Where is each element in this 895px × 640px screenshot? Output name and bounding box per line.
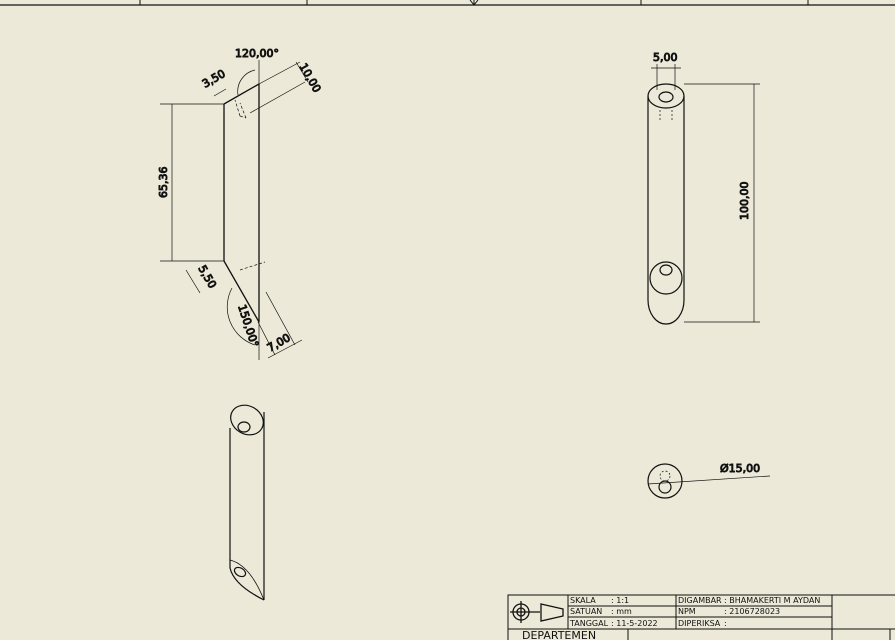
diperiksa-label: DIPERIKSA bbox=[678, 619, 721, 628]
end-view bbox=[647, 463, 771, 499]
title-block bbox=[507, 594, 895, 640]
satuan-value: : mm bbox=[611, 607, 632, 616]
dim-bottom-offset: 5,50 bbox=[195, 263, 219, 291]
sheet-border bbox=[0, 0, 895, 6]
dim-width: 5,00 bbox=[653, 51, 678, 64]
skala-label: SKALA bbox=[570, 596, 596, 605]
projection-symbol-icon bbox=[510, 601, 564, 623]
digambar-value: : BHAMAKERTI M AYDAN bbox=[724, 596, 820, 605]
side-view bbox=[160, 60, 309, 360]
dim-diameter: Ø15,00 bbox=[720, 462, 760, 475]
dim-length: 100,00 bbox=[738, 182, 751, 221]
dim-height: 65,36 bbox=[157, 167, 170, 199]
dim-top-length: 10,00 bbox=[296, 61, 323, 95]
digambar-label: DIGAMBAR bbox=[678, 596, 722, 605]
tanggal-value: : 11-5-2022 bbox=[611, 619, 658, 628]
dim-angle-top: 120,00° bbox=[235, 47, 279, 60]
dim-angle-bottom: 150,00° bbox=[235, 303, 261, 349]
satuan-label: SATUAN bbox=[570, 607, 602, 616]
npm-label: NPM bbox=[678, 607, 696, 616]
dim-top-offset: 3,50 bbox=[200, 67, 228, 91]
npm-value: : 2106728023 bbox=[724, 607, 780, 616]
dim-bottom-length: 7,00 bbox=[265, 331, 293, 355]
skala-value: : 1:1 bbox=[611, 596, 629, 605]
isometric-view bbox=[229, 404, 265, 601]
tanggal-label: TANGGAL bbox=[569, 619, 609, 628]
front-view bbox=[647, 64, 760, 325]
diperiksa-value: : bbox=[724, 619, 727, 628]
departemen-label: DEPARTEMEN bbox=[522, 629, 596, 640]
